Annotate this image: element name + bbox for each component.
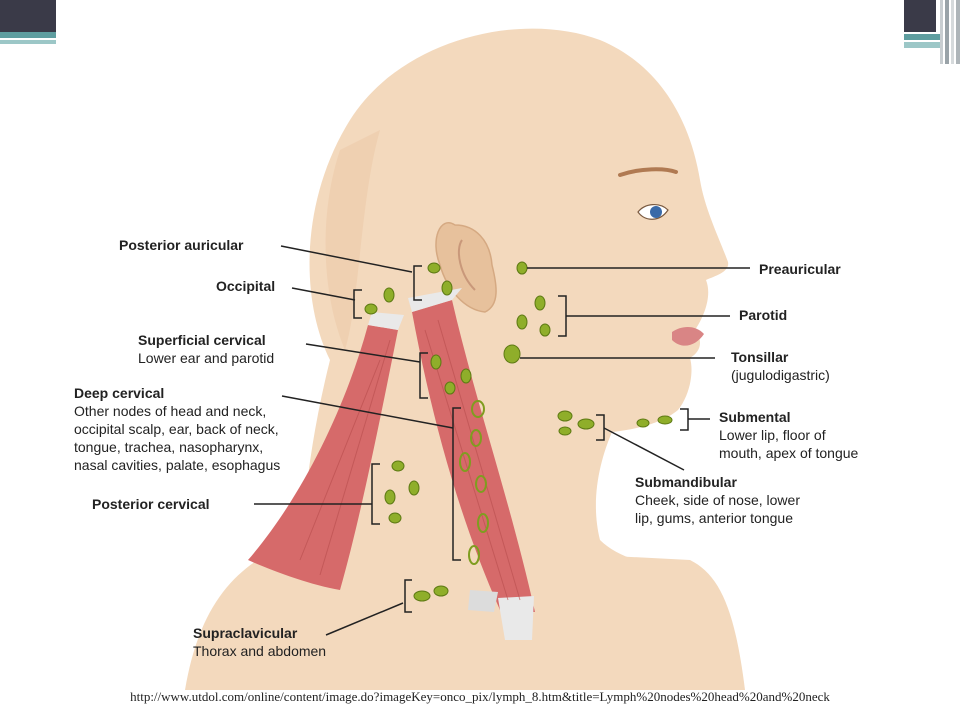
sternocleidomastoid-muscle	[412, 300, 535, 612]
ear	[435, 222, 497, 313]
label-submandibular: Submandibular Cheek, side of nose, lower…	[635, 474, 800, 526]
label-submental: Submental Lower lip, floor of mouth, ape…	[719, 409, 859, 461]
label-posterior-auricular: Posterior auricular	[119, 237, 244, 253]
label-deep-cervical: Deep cervical Other nodes of head and ne…	[74, 385, 281, 473]
head-silhouette	[300, 28, 729, 636]
label-occipital: Occipital	[216, 278, 276, 294]
source-url-caption: http://www.utdol.com/online/content/imag…	[130, 689, 830, 704]
corner-decoration-left	[0, 0, 56, 44]
label-tonsillar: Tonsillar (jugulodigastric)	[731, 349, 830, 383]
label-supraclavicular: Supraclavicular Thorax and abdomen	[193, 625, 327, 659]
label-posterior-cervical: Posterior cervical	[92, 496, 210, 512]
label-parotid: Parotid	[739, 307, 788, 323]
label-superficial-cervical: Superficial cervical Lower ear and parot…	[138, 332, 275, 366]
label-preauricular: Preauricular	[759, 261, 841, 277]
trapezius-muscle	[248, 325, 398, 590]
corner-decoration-right	[904, 0, 960, 64]
